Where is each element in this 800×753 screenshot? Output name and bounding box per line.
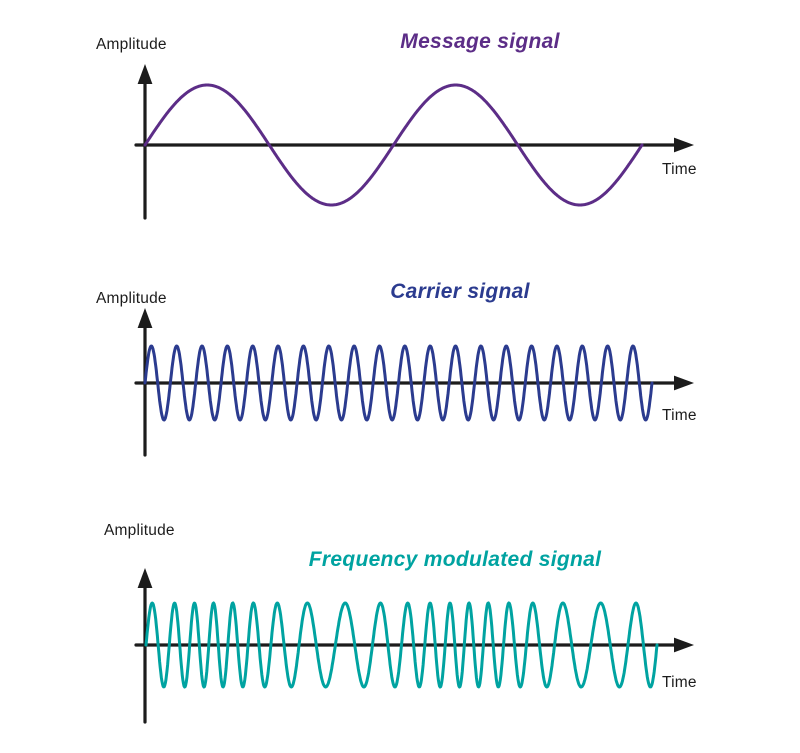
x-axis-arrowhead-icon xyxy=(674,637,694,653)
carrier-waveform xyxy=(143,344,654,422)
time-axis-label: Time xyxy=(662,161,697,178)
carrier-signal-plot xyxy=(134,308,694,457)
fm-signal-plot xyxy=(134,568,694,724)
panel-title-carrier: Carrier signal xyxy=(390,280,530,303)
panel-title-message: Message signal xyxy=(400,30,560,53)
panel-frequency-modulated-signal: Amplitude Frequency modulated signal Tim… xyxy=(0,502,800,753)
panel-title-fm: Frequency modulated signal xyxy=(308,548,602,571)
panel-message-signal: Amplitude Message signal Time xyxy=(0,0,800,251)
amplitude-axis-label: Amplitude xyxy=(96,36,167,53)
y-axis-arrowhead-icon xyxy=(137,568,153,588)
y-axis-arrowhead-icon xyxy=(137,308,153,328)
message-waveform xyxy=(143,83,644,207)
amplitude-axis-label: Amplitude xyxy=(96,290,167,307)
fm-waveform xyxy=(144,601,659,689)
time-axis-label: Time xyxy=(662,674,697,691)
time-axis-label: Time xyxy=(662,407,697,424)
y-axis-arrowhead-icon xyxy=(137,64,153,84)
amplitude-axis-label: Amplitude xyxy=(104,522,175,539)
x-axis-arrowhead-icon xyxy=(674,375,694,391)
panel-carrier-signal: Amplitude Carrier signal Time xyxy=(0,251,800,502)
message-signal-plot xyxy=(134,64,694,220)
x-axis-arrowhead-icon xyxy=(674,137,694,153)
